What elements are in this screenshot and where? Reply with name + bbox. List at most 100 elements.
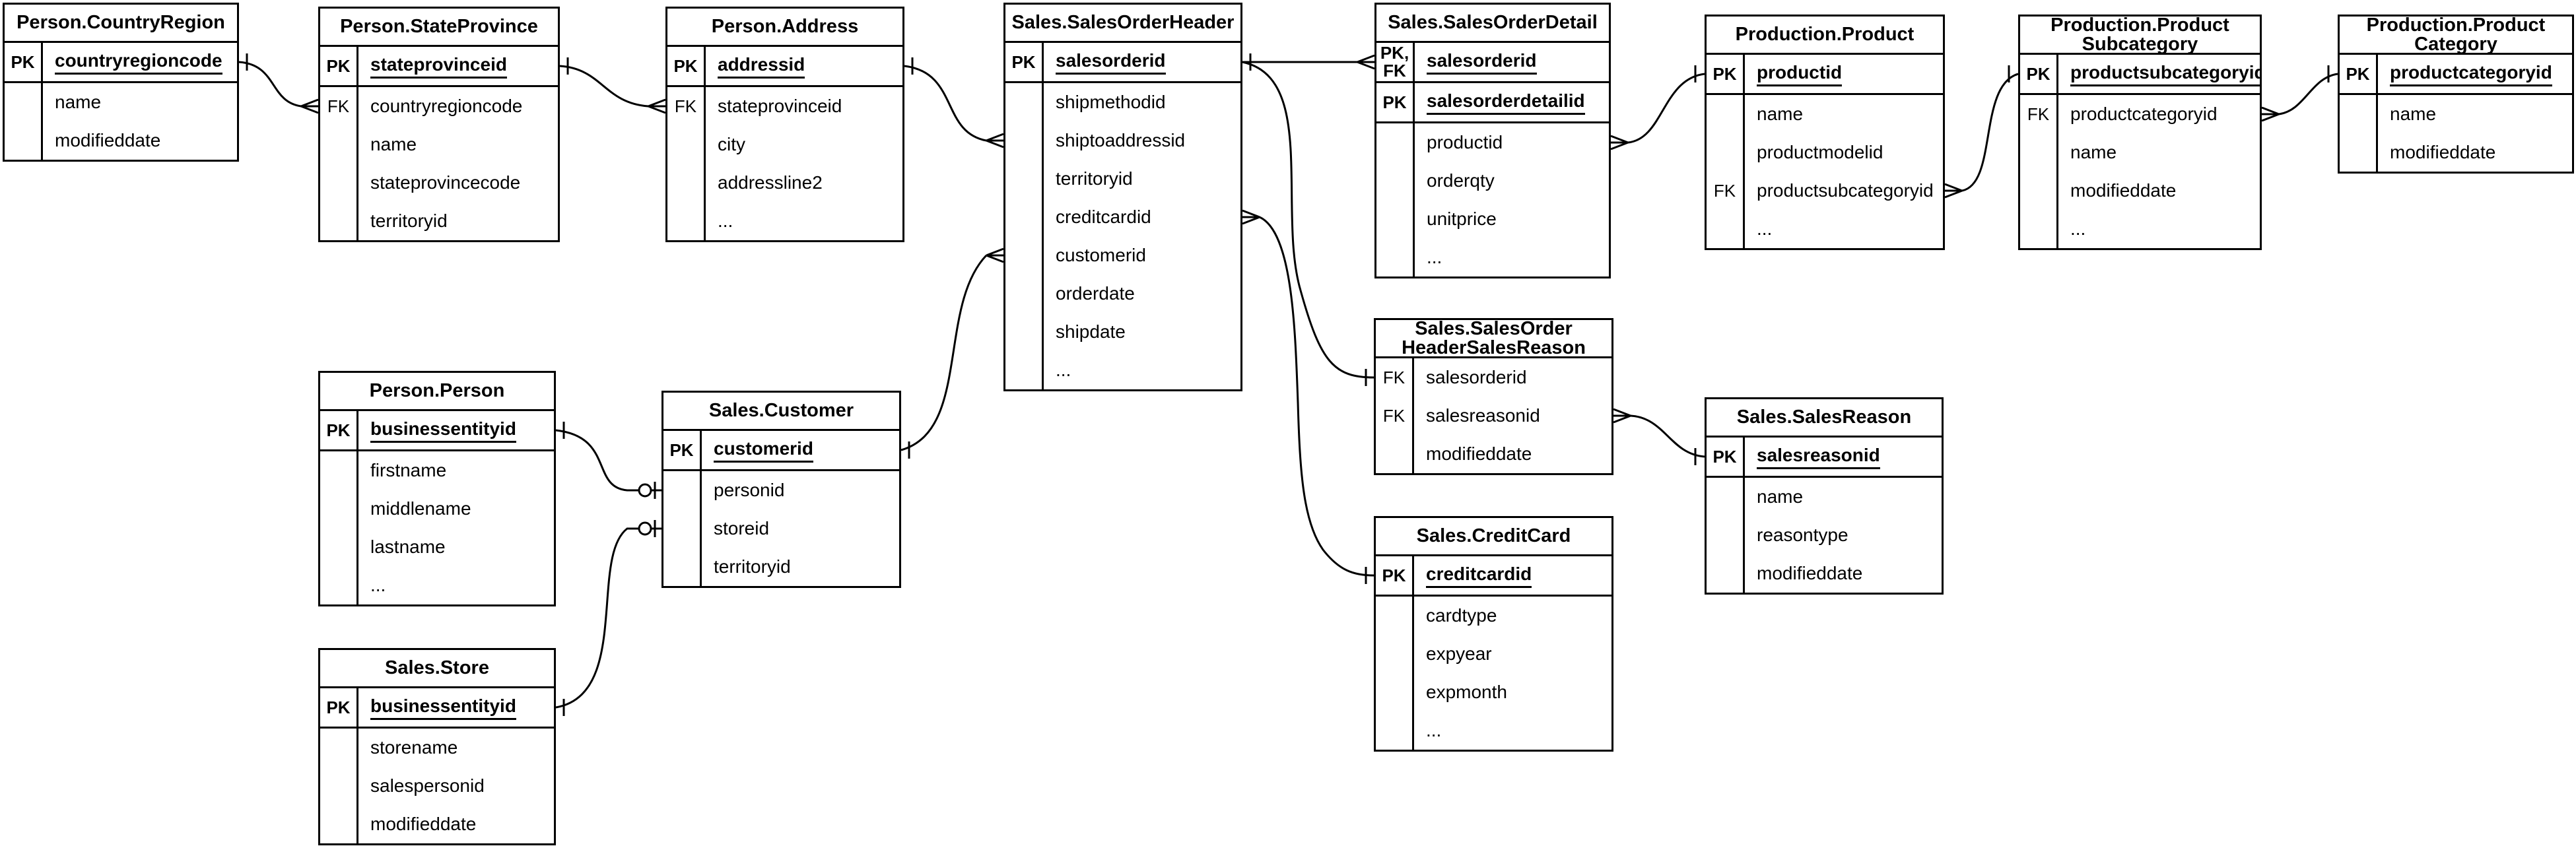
pk-field-name: businessentityid <box>370 418 516 443</box>
field-name: shipdate <box>1056 321 1126 342</box>
key-label: PK, FK <box>1376 43 1415 81</box>
field-cell: territoryid <box>358 202 558 240</box>
connector-prod-sod[interactable] <box>1610 65 1705 150</box>
field-name: modifieddate <box>1757 563 1863 583</box>
connector-soh-sod[interactable] <box>1242 53 1375 71</box>
connector-cc-soh[interactable] <box>1242 209 1374 584</box>
field-cell: unitprice <box>1415 200 1609 238</box>
connector-cust-soh[interactable] <box>900 247 1004 459</box>
field-cell: countryregioncode <box>358 87 558 125</box>
connector-cat-subcat[interactable] <box>2261 65 2338 122</box>
pk-field-name: creditcardid <box>1426 564 1532 588</box>
connector-subcat-prod[interactable] <box>1944 65 2019 199</box>
field-name: city <box>718 134 745 154</box>
connector-segment <box>648 98 666 114</box>
field-name: territoryid <box>370 211 448 231</box>
field-cell: territoryid <box>702 548 899 586</box>
key-label: PK <box>2020 55 2058 93</box>
attribute-row: productid <box>1376 123 1609 162</box>
field-name: productid <box>1427 132 1503 152</box>
connector-store-cust[interactable] <box>555 520 661 716</box>
field-name: productcategoryid <box>2070 104 2218 124</box>
field-cell: productsubcategoryid <box>1745 172 1943 210</box>
key-label <box>320 451 358 490</box>
field-name: expmonth <box>1426 682 1507 702</box>
field-name: modifieddate <box>370 814 477 834</box>
attribute-row: unitprice <box>1376 200 1609 238</box>
key-label: PK <box>320 47 358 85</box>
key-label: PK <box>667 47 706 85</box>
connector-segment <box>1242 209 1260 225</box>
field-name: name <box>2070 142 2117 162</box>
connector-person-cust[interactable] <box>555 422 661 499</box>
attribute-row: lastname <box>320 528 554 566</box>
attribute-row: modifieddate <box>2020 172 2260 210</box>
field-cell: name <box>1745 478 1942 516</box>
attribute-row: productmodelid <box>1707 133 1943 172</box>
field-cell: name <box>2378 95 2572 133</box>
connector-sp-addr[interactable] <box>559 57 666 114</box>
field-cell: cardtype <box>1414 597 1611 635</box>
connector-soh-hsr[interactable] <box>1242 61 1374 386</box>
field-name: orderdate <box>1056 283 1135 304</box>
attribute-row: shiptoaddressid <box>1005 121 1240 160</box>
field-cell: stateprovincecode <box>358 164 558 202</box>
attribute-row: shipdate <box>1005 313 1240 351</box>
field-cell: expmonth <box>1414 673 1611 711</box>
entity-title: Person.Address <box>667 9 902 47</box>
field-cell: orderqty <box>1415 162 1609 200</box>
field-cell: salesreasonid <box>1745 438 1942 476</box>
attribute-row: territoryid <box>1005 160 1240 198</box>
field-name: salespersonid <box>370 775 485 796</box>
entity-title-line: Subcategory <box>2082 33 2198 55</box>
attribute-row: cardtype <box>1376 597 1611 635</box>
attribute-row: ... <box>320 566 554 604</box>
field-name: name <box>1757 486 1804 507</box>
attribute-row: ... <box>1005 351 1240 389</box>
connector-cr-sp[interactable] <box>238 53 319 114</box>
attribute-row: modifieddate <box>5 121 237 160</box>
attribute-row: modifieddate <box>1376 435 1611 473</box>
pk-field-name: salesorderid <box>1427 50 1537 75</box>
pk-field-name: salesorderid <box>1056 50 1166 75</box>
connector-segment <box>1613 408 1631 424</box>
connector-segment <box>2278 73 2338 115</box>
connector-sr-hsr[interactable] <box>1613 408 1705 465</box>
connector-segment <box>1259 216 1374 577</box>
key-label <box>1376 673 1414 711</box>
pk-field-name: addressid <box>718 54 805 79</box>
field-cell: ... <box>1745 210 1943 248</box>
field-cell: businessentityid <box>358 688 554 727</box>
key-label: PK <box>320 411 358 449</box>
field-cell: salesorderid <box>1044 43 1240 81</box>
key-label <box>1005 198 1044 236</box>
field-name: orderqty <box>1427 170 1495 191</box>
field-cell: salesorderid <box>1415 43 1609 81</box>
key-label: PK <box>1376 83 1415 121</box>
connector-addr-soh[interactable] <box>904 57 1004 148</box>
field-name: firstname <box>370 460 447 480</box>
entity-title: Sales.Customer <box>663 393 899 431</box>
